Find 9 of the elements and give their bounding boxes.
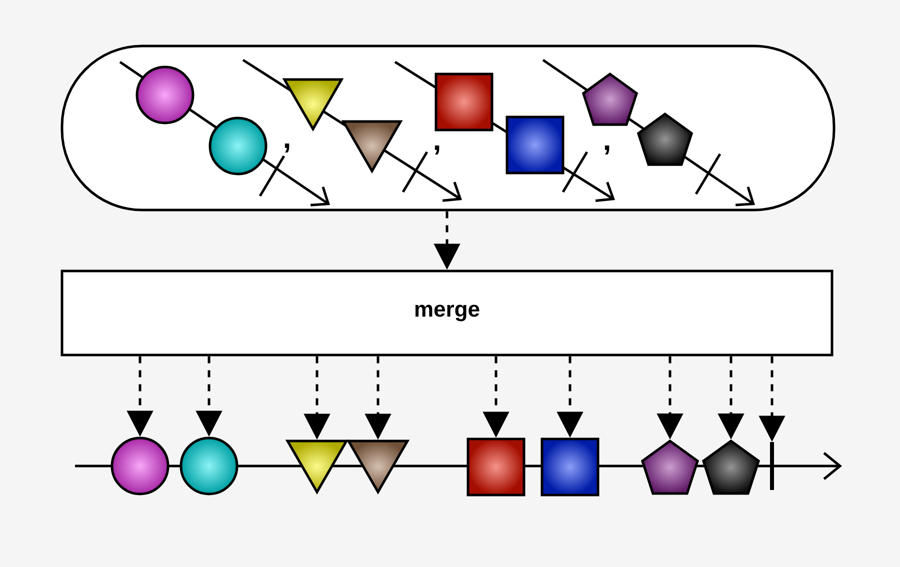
- circle-marble: [180, 436, 238, 496]
- comma: ,: [434, 145, 440, 155]
- square-marble: [540, 438, 600, 496]
- completion-bar: [770, 442, 774, 490]
- comma: ,: [284, 143, 290, 153]
- square-marble: [466, 438, 526, 496]
- comma: ,: [604, 145, 610, 155]
- circle-marble: [110, 436, 170, 496]
- operator-box: merge: [60, 270, 834, 356]
